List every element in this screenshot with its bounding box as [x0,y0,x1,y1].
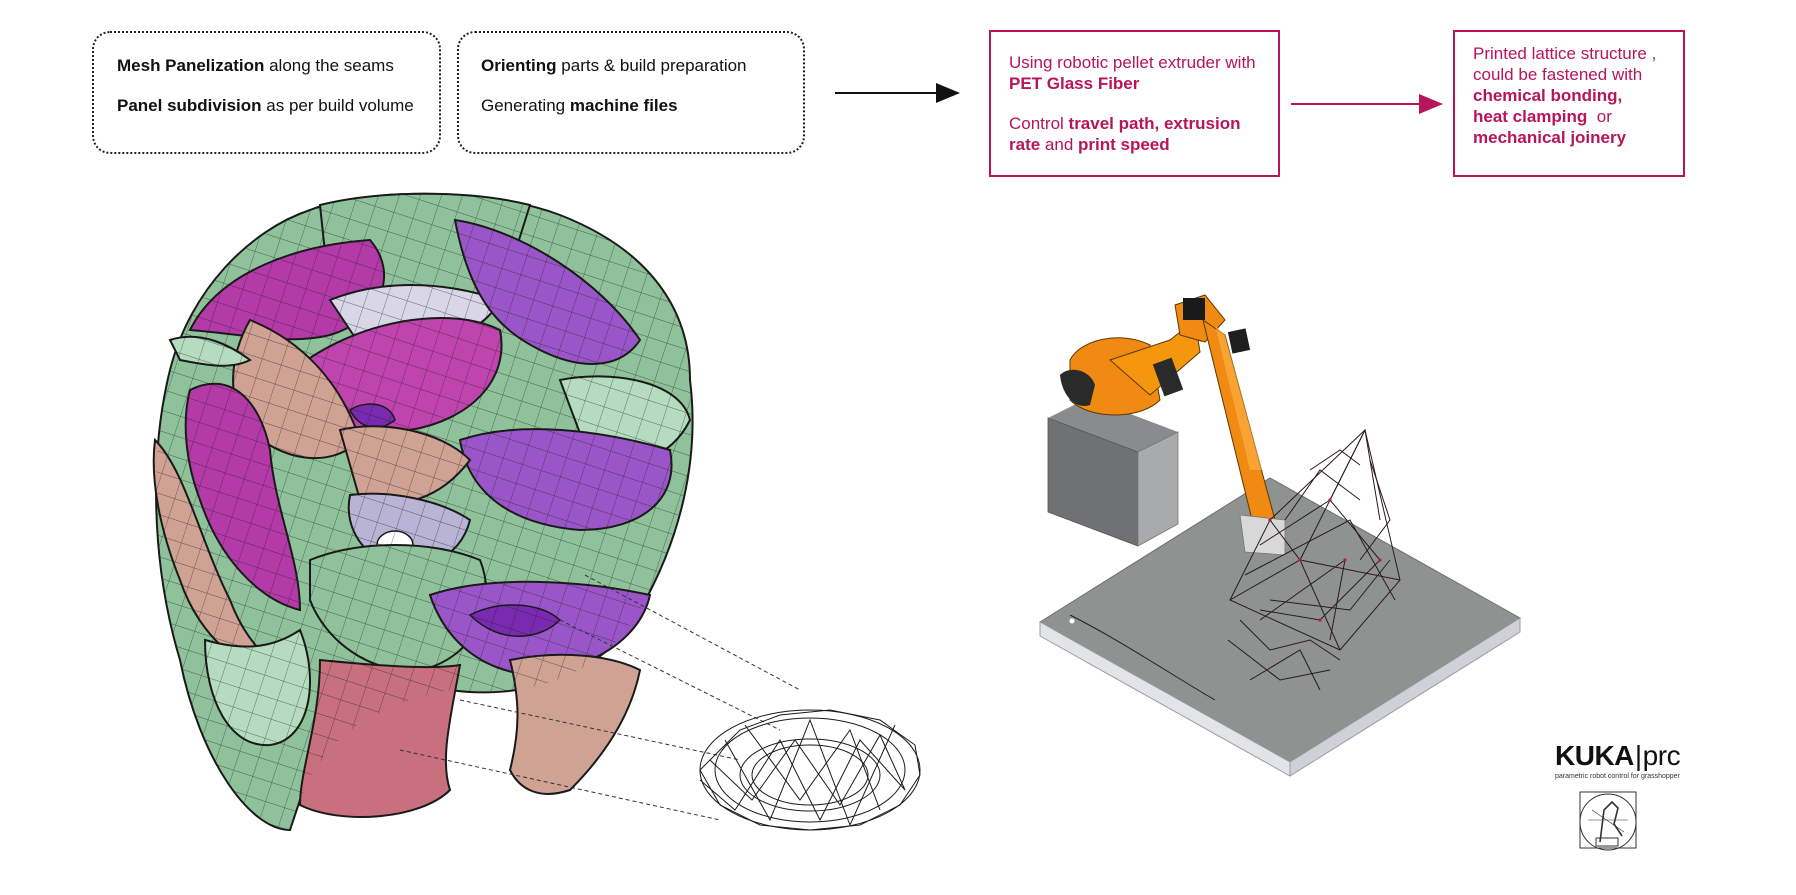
step-build-prep-box: Orienting parts & build preparation Gene… [457,31,805,154]
panelization-text: Mesh Panelization along the seams [117,55,417,76]
orienting-rest: parts & build preparation [556,56,747,75]
machine-files-bold: machine files [569,96,678,115]
assembly-mid: or [1587,107,1617,126]
print-bed [1039,477,1521,777]
robot-pedestal [1047,398,1179,547]
projection-lines [399,574,801,821]
lattice-ring [699,709,921,831]
assembly-bold-heat: heat clamping [1473,107,1588,126]
machine-files-text: Generating machine files [481,95,783,116]
kuka-robot-arm [1060,294,1286,556]
kuka-tagline: parametric robot control for grasshopper [1555,773,1680,780]
kuka-prc-wordmark: KUKA|prc [1555,740,1681,771]
extruder-bold: PET Glass Fiber [1009,74,1140,93]
kuka-prc-logo: KUKA|prc parametric robot control for gr… [1555,740,1681,781]
assembly-bold-chemical: chemical bonding, [1473,86,1623,105]
machine-files-pre: Generating [481,96,570,115]
step-panelization-box: Mesh Panelization along the seams Panel … [92,31,441,154]
subdivision-bold: Panel subdivision [117,96,262,115]
subdivision-rest: as per build volume [261,96,414,115]
orienting-text: Orienting parts & build preparation [481,55,783,76]
control-bold-path: travel path, extrusion rate [1009,114,1241,154]
assembly-pre: Printed lattice structure , could be fas… [1473,44,1662,84]
step-assembly-box: Printed lattice structure , could be fas… [1453,30,1685,177]
kuka-separator: | [1634,740,1642,771]
kuka-suffix: prc [1642,740,1681,771]
kuka-brand: KUKA [1555,740,1634,771]
panelization-rest: along the seams [264,56,394,75]
assembly-bold-mechanical: mechanical joinery [1473,128,1627,147]
control-text: Control travel path, extrusion rate and … [1009,113,1264,155]
control-bold-speed: print speed [1078,135,1170,154]
orienting-bold: Orienting [481,56,557,75]
vitruvian-robot-emblem [1579,791,1637,851]
mesh-panels [152,192,694,832]
control-mid: and [1040,135,1078,154]
lattice-highlights [1268,498,1382,622]
subdivision-text: Panel subdivision as per build volume [117,95,417,116]
control-pre: Control [1009,114,1069,133]
extruder-pre: Using robotic pellet extruder with [1009,53,1256,72]
extruder-text: Using robotic pellet extruder with PET G… [1009,52,1264,94]
step-printing-box: Using robotic pellet extruder with PET G… [989,30,1280,177]
panelization-bold: Mesh Panelization [117,56,265,75]
assembly-text: Printed lattice structure , could be fas… [1473,43,1673,148]
